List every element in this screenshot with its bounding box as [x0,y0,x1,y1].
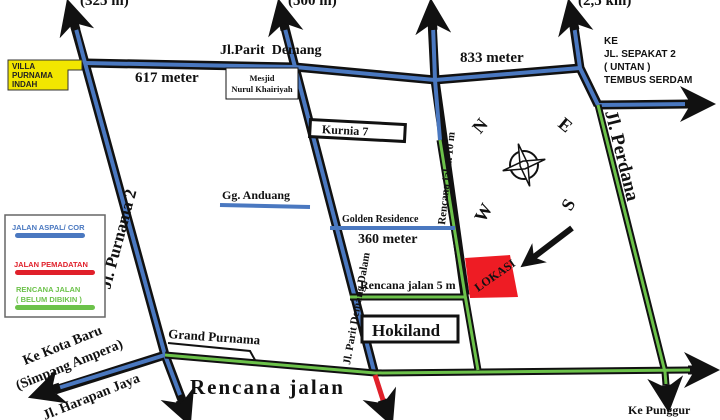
road-sepakat [597,102,691,107]
road-rencana-10 [431,24,442,141]
mesjid-label-2: Nurul Khairiyah [231,84,292,94]
villa-purnama-box [7,59,83,91]
compass-e: E [554,113,576,136]
label-punggur: Ke Punggur [628,403,691,417]
compass-s: S [557,195,579,214]
label-500m: (500 m) [288,0,337,9]
sepakat-label-2: JL. SEPAKAT 2 [604,49,676,60]
road-rencana-jalan [164,353,691,375]
road-pemadatan [372,374,386,401]
lokasi-area [465,255,518,298]
legend-aspal-swatch [15,233,85,238]
road-perdana-top [572,24,600,106]
label-golden: Golden Residence [342,214,419,225]
villa-label-3: INDAH [12,80,38,89]
road-anduang [219,203,311,209]
hokiland-box [360,314,460,344]
label-perdana: Jl. Perdana [600,108,643,204]
grand-purnama-bracket [167,342,256,361]
compass-w: W [470,200,496,226]
compass-icon: N E S W [468,113,579,225]
grand-purnama-label: Grand Purnama [168,326,261,347]
legend-pemadatan-label: JALAN PEMADATAN [14,260,88,269]
sepakat-label-3: ( UNTAN ) [604,62,650,73]
legend-rencana-label: RENCANA JALAN [16,285,80,294]
mesjid-label: Mesjid [249,73,274,83]
road-rencana-10-planned [438,139,480,371]
lokasi-arrow-icon [520,225,574,268]
legend-pemadatan-swatch [15,270,95,275]
villa-label-2: PURNAMA [12,71,53,80]
label-617m: 617 meter [135,70,199,86]
legend-rencana-swatch [15,305,95,310]
mesjid-box [225,67,299,100]
label-2-5km: (2,5 km) [578,0,631,9]
road-kota-baru [57,353,166,390]
road-parit-demang [84,61,581,83]
label-360m: 360 meter [358,232,417,247]
label-anduang: Gg. Anduang [222,188,290,202]
sepakat-label-1: KE [604,36,618,47]
label-rencana-jalan: Rencana jalan [190,375,345,399]
kurnia-label: Kurnia 7 [322,122,369,138]
label-833m: 833 meter [460,50,524,66]
legend-rencana-label-2: ( BELUM DIBIKIN ) [16,295,82,304]
label-parit-demang: Jl.Parit Demang [220,43,321,58]
sepakat-label-4: TEMBUS SERDAM [604,75,692,86]
legend-aspal-label: JALAN ASPAL/ COR [12,223,85,232]
kurnia-box [308,117,407,144]
legend: JALAN ASPAL/ COR JALAN PEMADATAN RENCANA… [4,214,106,318]
roads [27,0,720,420]
label-rencana-5: Rencana jalan 5 m [360,278,456,292]
label-325m: (325 m) [80,0,129,9]
road-parit-demang-dalam [282,24,377,376]
hokiland-label: Hokiland [372,321,441,340]
road-perdana [596,104,668,385]
compass-n: N [468,114,492,137]
villa-label-1: VILLA [12,62,35,71]
